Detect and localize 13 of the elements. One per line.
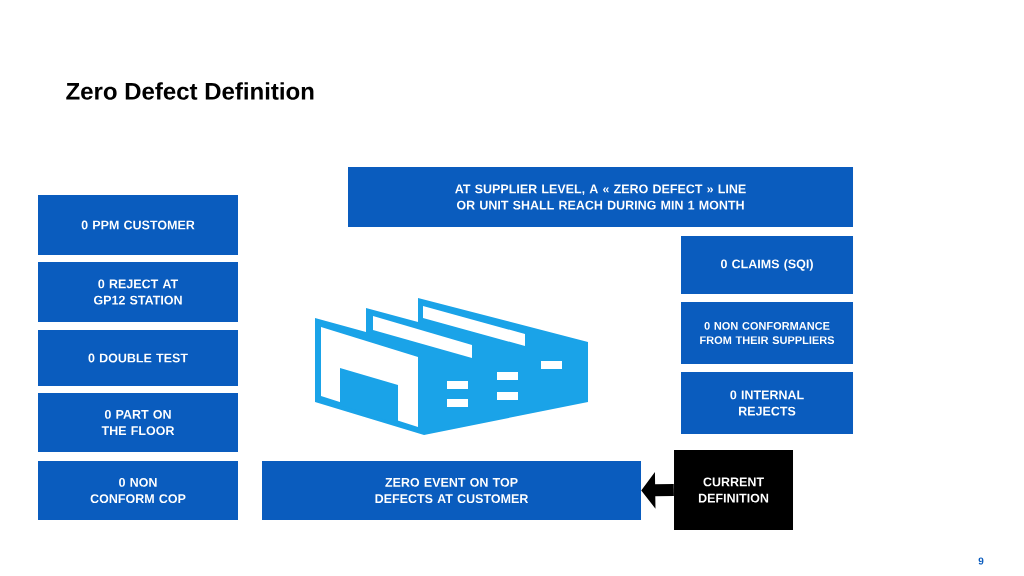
criterion-box: ZERO EVENT ON TOP DEFECTS AT CUSTOMER — [262, 461, 641, 520]
definition-box: CURRENT DEFINITION — [674, 450, 793, 530]
criterion-box: 0 NON CONFORM COP — [38, 461, 238, 520]
criterion-box: 0 CLAIMS (SQI) — [681, 236, 853, 294]
criterion-box: 0 INTERNAL REJECTS — [681, 372, 853, 434]
title: Zero Defect Definition — [66, 82, 314, 100]
criterion-box: 0 DOUBLE TEST — [38, 330, 238, 386]
criterion-box: 0 PPM CUSTOMER — [38, 195, 238, 255]
criterion-box: AT SUPPLIER LEVEL, A « ZERO DEFECT » LINE OR UNIT SHALL REACH DURING MIN 1 MONTH — [348, 167, 853, 227]
criterion-box: 0 PART ON THE FLOOR — [38, 393, 238, 452]
criterion-box: 0 REJECT AT GP12 STATION — [38, 262, 238, 322]
criterion-box: 0 NON CONFORMANCE FROM THEIR SUPPLIERS — [681, 302, 853, 364]
page-number: 9 — [978, 557, 984, 565]
